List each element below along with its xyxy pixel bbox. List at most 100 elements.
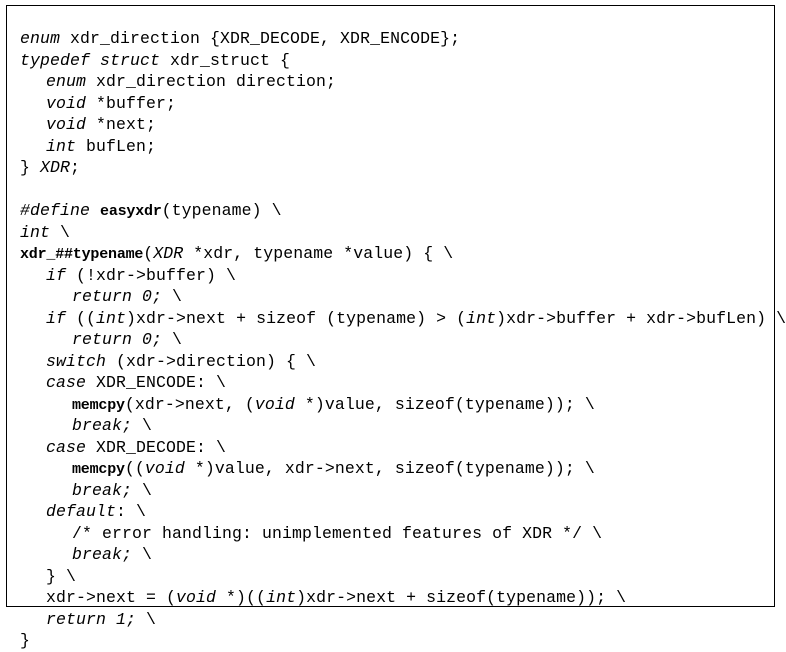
code-token: xdr_direction direction; [86,72,337,91]
code-token: xdr_direction {XDR_DECODE, XDR_ENCODE}; [60,29,461,48]
code-line: typedef struct xdr_struct { [20,50,770,72]
code-token: *buffer; [86,93,177,113]
code-token: XDR_DECODE: \ [86,437,227,457]
code-token: ; [70,158,81,177]
code-token: break; [72,416,133,435]
code-line: switch (xdr->direction) { \ [20,351,770,373]
code-line: return 1; \ [20,609,770,631]
code-token: case [46,373,87,392]
code-line: } XDR; [20,157,770,179]
code-token: #define [20,201,91,220]
code-token: int [20,222,51,242]
code-line: } [20,630,770,652]
code-token: )xdr->buffer + xdr->bufLen) \ [496,308,786,328]
code-token: /* error handling: unimplemented feature… [72,523,603,543]
code-token: xdr_##typename [20,246,144,263]
code-line: enum xdr_direction {XDR_DECODE, XDR_ENCO… [20,28,770,50]
code-line: break; \ [20,415,770,437]
code-line: if (!xdr->buffer) \ [20,265,770,287]
code-line: xdr->next = (void *)((int)xdr->next + si… [20,587,770,609]
code-token: int [466,308,497,328]
code-token: XDR [40,158,71,177]
code-token: bufLen; [76,136,157,156]
code-token: (( [66,308,97,328]
code-line: enum xdr_direction direction; [20,71,770,93]
code-token: memcpy [72,461,125,478]
code-token: (!xdr->buffer) \ [66,265,237,285]
code-token: \ [136,609,157,629]
code-token: return 0; [72,287,163,306]
code-token: XDR [153,244,184,263]
code-line: case XDR_ENCODE: \ [20,372,770,394]
code-token: if [46,308,67,328]
code-token: *)(( [216,588,267,607]
code-token: int [96,308,127,328]
code-token: memcpy [72,396,125,414]
code-token: typedef struct [20,50,161,70]
code-token: *next; [86,115,157,134]
code-line: } \ [20,566,770,588]
code-token: *xdr, typename *value) { \ [183,244,454,263]
code-token: \ [132,416,153,435]
code-token: XDR_ENCODE: \ [86,373,227,392]
code-token: switch [46,351,107,371]
code-token: void [46,115,87,134]
code-token: xdr->next = ( [46,588,177,607]
code-token: break; [72,480,133,500]
code-token: default [46,502,117,521]
code-token: break; [72,545,133,564]
code-line: int \ [20,222,770,244]
code-token: easyxdr [100,203,162,220]
code-listing: enum xdr_direction {XDR_DECODE, XDR_ENCO… [20,28,786,650]
code-token: int [46,136,77,156]
code-line: default: \ [20,501,770,523]
code-line: int bufLen; [20,136,770,158]
figure-frame: enum xdr_direction {XDR_DECODE, XDR_ENCO… [6,5,786,650]
code-token: (( [124,459,145,478]
code-line: memcpy((void *)value, xdr->next, sizeof(… [20,458,770,480]
code-token: } \ [46,566,77,586]
code-token: *)value, sizeof(typename)); \ [294,394,595,414]
code-token: if [46,265,67,285]
code-token: int [266,588,297,607]
code-token [90,201,100,220]
code-line: #define easyxdr(typename) \ [20,200,770,222]
code-token: (typename) \ [161,201,282,220]
code-token: void [144,459,185,478]
code-token: xdr_struct { [160,50,291,70]
code-token: enum [20,29,61,48]
code-token: enum [46,72,87,91]
code-token: void [254,394,295,414]
code-token: \ [162,330,183,349]
code-line: return 0; \ [20,329,770,351]
code-line: /* error handling: unimplemented feature… [20,523,770,545]
code-line: case XDR_DECODE: \ [20,437,770,459]
code-token: \ [132,480,153,500]
code-token: \ [50,222,71,242]
code-token: return 0; [72,330,163,349]
code-token: void [176,588,217,607]
code-line: void *next; [20,114,770,136]
code-token: \ [132,545,153,564]
code-line: if ((int)xdr->next + sizeof (typename) >… [20,308,786,330]
code-token: \ [162,287,183,306]
code-token: (xdr->direction) { \ [106,351,317,371]
code-token: : \ [116,502,147,521]
code-token: )xdr->next + sizeof(typename)); \ [296,588,627,607]
code-line: return 0; \ [20,286,770,308]
code-line: xdr_##typename(XDR *xdr, typename *value… [20,243,770,265]
code-line: break; \ [20,544,770,566]
code-token: (xdr->next, ( [124,394,255,414]
code-token: case [46,437,87,457]
code-token: )xdr->next + sizeof (typename) > ( [126,308,467,328]
code-token: return 1; [46,609,137,629]
code-line: memcpy(xdr->next, (void *)value, sizeof(… [20,394,770,416]
code-line: break; \ [20,480,770,502]
code-line: void *buffer; [20,93,770,115]
code-line [20,179,770,201]
code-token: void [46,93,87,113]
code-token: } [20,631,31,650]
code-token: ( [143,244,154,263]
code-token: *)value, xdr->next, sizeof(typename)); \ [184,459,595,478]
code-token: } [20,158,41,177]
